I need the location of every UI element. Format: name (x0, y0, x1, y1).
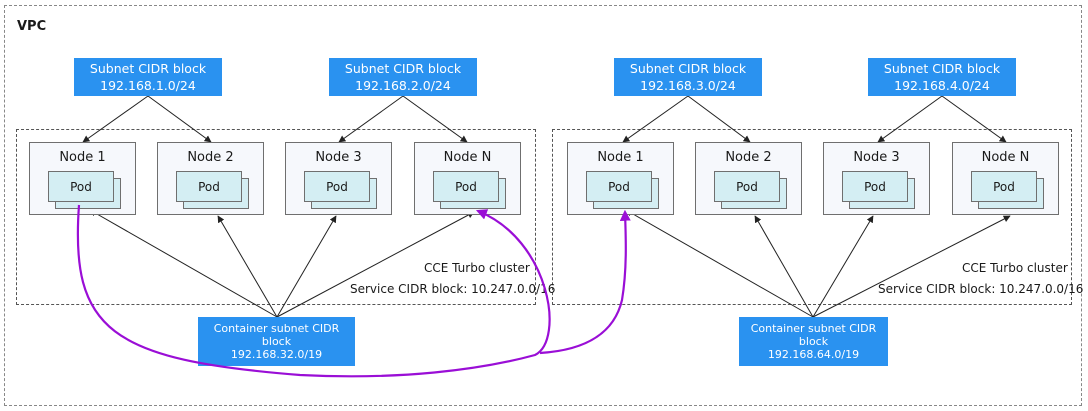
subnet-block-3: Subnet CIDR block 192.168.3.0/24 (614, 58, 762, 96)
cluster-name-1: CCE Turbo cluster (424, 261, 530, 275)
cluster-boundary-2 (552, 129, 1072, 305)
node-label: Node 2 (187, 150, 234, 165)
container-subnet-block-2: Container subnet CIDR block 192.168.64.0… (739, 317, 888, 366)
node-label: Node 3 (315, 150, 362, 165)
node-label: Node N (443, 150, 492, 165)
edge-subnet3-node2 (687, 95, 751, 143)
edge-csub1-node2 (217, 215, 278, 318)
subnet-block-cidr: 192.168.3.0/24 (640, 78, 736, 93)
subnet-block-title: Subnet CIDR block (883, 61, 1001, 76)
subnet-block-title: Subnet CIDR block (344, 61, 462, 76)
subnet-block-cidr: 192.168.4.0/24 (894, 78, 990, 93)
edge-csub2-node2 (754, 215, 814, 318)
edge-csub2-node3 (812, 215, 874, 318)
container-subnet-title-cont: block (261, 335, 292, 348)
service-cidr-2: Service CIDR block: 10.247.0.0/16 (878, 282, 1084, 296)
edge-subnet3-node1 (622, 95, 689, 143)
pod: Pod (714, 171, 780, 202)
pod-route-to-c2n1 (539, 209, 631, 355)
vpc-boundary (4, 5, 1082, 406)
container-subnet-cidr: 192.168.32.0/19 (230, 348, 323, 361)
container-subnet-title: Container subnet CIDR (750, 322, 877, 335)
edge-subnet2-nodeN (402, 95, 468, 143)
subnet-block-title: Subnet CIDR block (89, 61, 207, 76)
node-c2-1: Node 1 Pod (567, 142, 674, 215)
subnet-block-1: Subnet CIDR block 192.168.1.0/24 (74, 58, 222, 96)
node-c1-1: Node 1 Pod (29, 142, 136, 215)
node-label: Node 1 (597, 150, 644, 165)
pod: Pod (433, 171, 499, 202)
node-c1-2: Node 2 Pod (157, 142, 264, 215)
pod: Pod (586, 171, 652, 202)
edge-csub1-nodeN (276, 211, 475, 318)
pod: Pod (971, 171, 1037, 202)
container-subnet-block-1: Container subnet CIDR block 192.168.32.0… (198, 317, 355, 366)
cluster-name-2: CCE Turbo cluster (962, 261, 1068, 275)
subnet-block-cidr: 192.168.1.0/24 (100, 78, 196, 93)
subnet-block-4: Subnet CIDR block 192.168.4.0/24 (868, 58, 1016, 96)
service-cidr-1: Service CIDR block: 10.247.0.0/16 (350, 282, 556, 296)
edge-subnet1-node1 (82, 95, 149, 143)
node-c2-2: Node 2 Pod (695, 142, 802, 215)
edge-subnet2-node3 (338, 95, 404, 143)
edge-subnet4-node3 (877, 95, 943, 143)
node-c2-n: Node N Pod (952, 142, 1059, 215)
container-subnet-cidr: 192.168.64.0/19 (767, 348, 860, 361)
edge-subnet4-nodeN (941, 95, 1007, 143)
vpc-label: VPC (17, 19, 47, 34)
pod: Pod (842, 171, 908, 202)
node-c1-n: Node N Pod (414, 142, 521, 215)
pod: Pod (176, 171, 242, 202)
subnet-block-cidr: 192.168.2.0/24 (355, 78, 451, 93)
edge-csub1-node3 (276, 215, 337, 318)
edge-subnet1-node2 (147, 95, 212, 143)
container-subnet-title-cont: block (798, 335, 829, 348)
node-c1-3: Node 3 Pod (285, 142, 392, 215)
edge-csub1-node1 (89, 209, 278, 318)
node-label: Node 1 (59, 150, 106, 165)
container-subnet-title: Container subnet CIDR (213, 322, 340, 335)
node-label: Node 3 (853, 150, 900, 165)
cluster-boundary-1 (16, 129, 536, 305)
edge-csub2-node1 (625, 209, 814, 318)
pod: Pod (304, 171, 370, 202)
pod: Pod (48, 171, 114, 202)
node-label: Node 2 (725, 150, 772, 165)
node-label: Node N (981, 150, 1030, 165)
subnet-block-2: Subnet CIDR block 192.168.2.0/24 (329, 58, 477, 96)
edge-csub2-nodeN (812, 215, 1011, 318)
node-c2-3: Node 3 Pod (823, 142, 930, 215)
subnet-block-title: Subnet CIDR block (629, 61, 747, 76)
pod-route-c1n1-to-c1nN (76, 204, 551, 378)
